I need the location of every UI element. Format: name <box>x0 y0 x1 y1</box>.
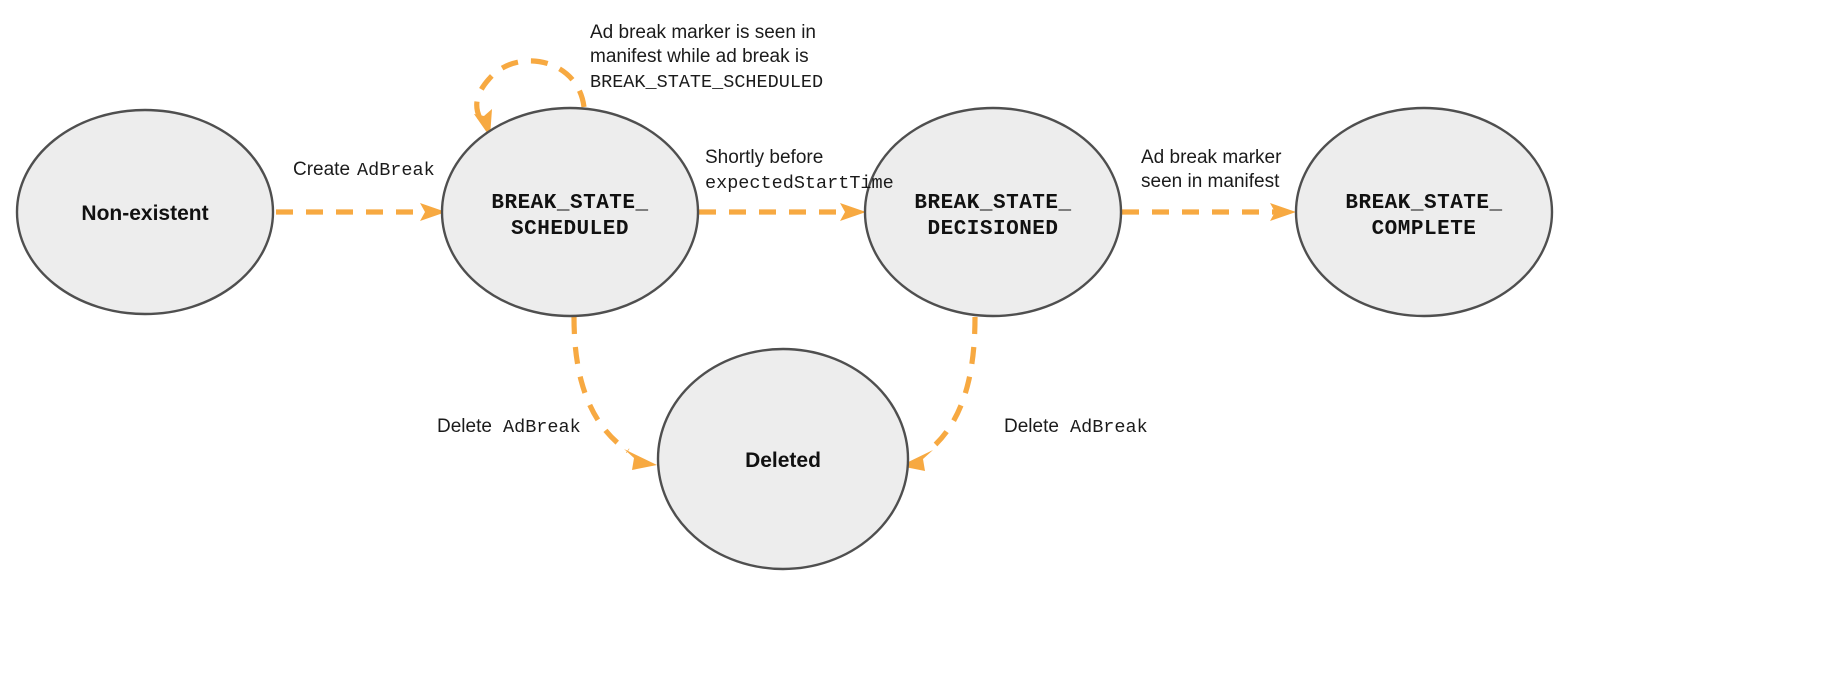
node-break-state-complete[interactable]: BREAK_STATE_ COMPLETE <box>1294 106 1554 318</box>
edge-decisioned-to-deleted[interactable] <box>900 316 978 471</box>
edge-label-create-adbreak-plain: Create <box>293 159 350 180</box>
node-deleted-label: Deleted <box>745 449 821 472</box>
edge-label-self-loop-line1: Ad break marker is seen in <box>590 22 816 43</box>
edge-label-delete-adbreak-right-plain: Delete <box>1004 416 1059 437</box>
edge-label-self-loop-state: BREAK_STATE_SCHEDULED <box>590 72 823 93</box>
node-break-state-decisioned-label-line1: BREAK_STATE_ <box>914 192 1071 215</box>
edge-scheduled-self-loop-line <box>474 58 587 127</box>
node-break-state-decisioned-label-line2: DECISIONED <box>927 218 1058 241</box>
edge-scheduled-to-decisioned[interactable] <box>699 203 866 221</box>
edge-scheduled-to-decisioned-arrowhead <box>840 203 866 221</box>
edge-scheduled-to-deleted-line <box>571 316 630 454</box>
edge-label-delete-adbreak-left-mono: AdBreak <box>503 417 581 438</box>
edge-label-expected-start-time: expectedStartTime <box>705 173 894 194</box>
node-break-state-complete-label-line2: COMPLETE <box>1372 218 1477 241</box>
edge-decisioned-to-deleted-line <box>925 316 978 455</box>
node-deleted[interactable]: Deleted <box>656 347 910 571</box>
node-non-existent[interactable]: Non-existent <box>15 108 275 316</box>
edge-label-decisioned-to-deleted: Delete AdBreak <box>1004 416 1148 438</box>
edge-decisioned-to-complete-arrowhead <box>1270 203 1296 221</box>
edge-scheduled-self-loop[interactable] <box>474 58 587 137</box>
edge-label-shortly-before: Shortly before <box>705 147 823 168</box>
edge-label-scheduled-to-deleted: Delete AdBreak <box>437 416 581 438</box>
edge-label-delete-adbreak-left-plain: Delete <box>437 416 492 437</box>
node-non-existent-shape <box>15 108 275 316</box>
node-break-state-scheduled-label-line1: BREAK_STATE_ <box>491 192 648 215</box>
edge-create-adbreak[interactable] <box>276 203 446 221</box>
edge-label-create-adbreak-mono: AdBreak <box>357 160 435 181</box>
edge-decisioned-to-complete[interactable] <box>1122 203 1296 221</box>
edge-label-scheduled-self-loop: Ad break marker is seen in manifest whil… <box>590 22 823 93</box>
edge-label-scheduled-to-decisioned: Shortly before expectedStartTime <box>705 147 894 194</box>
edge-label-self-loop-line2: manifest while ad break is <box>590 46 809 67</box>
node-non-existent-label: Non-existent <box>81 202 208 225</box>
node-deleted-shape <box>656 347 910 571</box>
node-break-state-complete-label-line1: BREAK_STATE_ <box>1345 192 1502 215</box>
edge-scheduled-to-deleted-arrowhead <box>624 449 657 470</box>
edge-label-ad-break-marker-line1: Ad break marker <box>1141 147 1282 168</box>
node-break-state-complete-shape <box>1294 106 1554 318</box>
edge-label-decisioned-to-complete: Ad break marker seen in manifest <box>1141 147 1282 192</box>
node-break-state-decisioned[interactable]: BREAK_STATE_ DECISIONED <box>863 106 1123 318</box>
node-break-state-decisioned-shape <box>863 106 1123 318</box>
node-break-state-scheduled-label-line2: SCHEDULED <box>511 218 629 241</box>
edge-scheduled-to-deleted[interactable] <box>571 316 657 470</box>
edge-create-adbreak-arrowhead <box>420 203 446 221</box>
edge-label-delete-adbreak-right-mono: AdBreak <box>1070 417 1148 438</box>
edge-label-create-adbreak: Create AdBreak <box>293 159 435 181</box>
node-break-state-scheduled[interactable]: BREAK_STATE_ SCHEDULED <box>440 106 700 318</box>
edge-scheduled-self-loop-arrowhead <box>474 109 492 137</box>
edge-label-ad-break-marker-line2: seen in manifest <box>1141 171 1280 192</box>
node-break-state-scheduled-shape <box>440 106 700 318</box>
